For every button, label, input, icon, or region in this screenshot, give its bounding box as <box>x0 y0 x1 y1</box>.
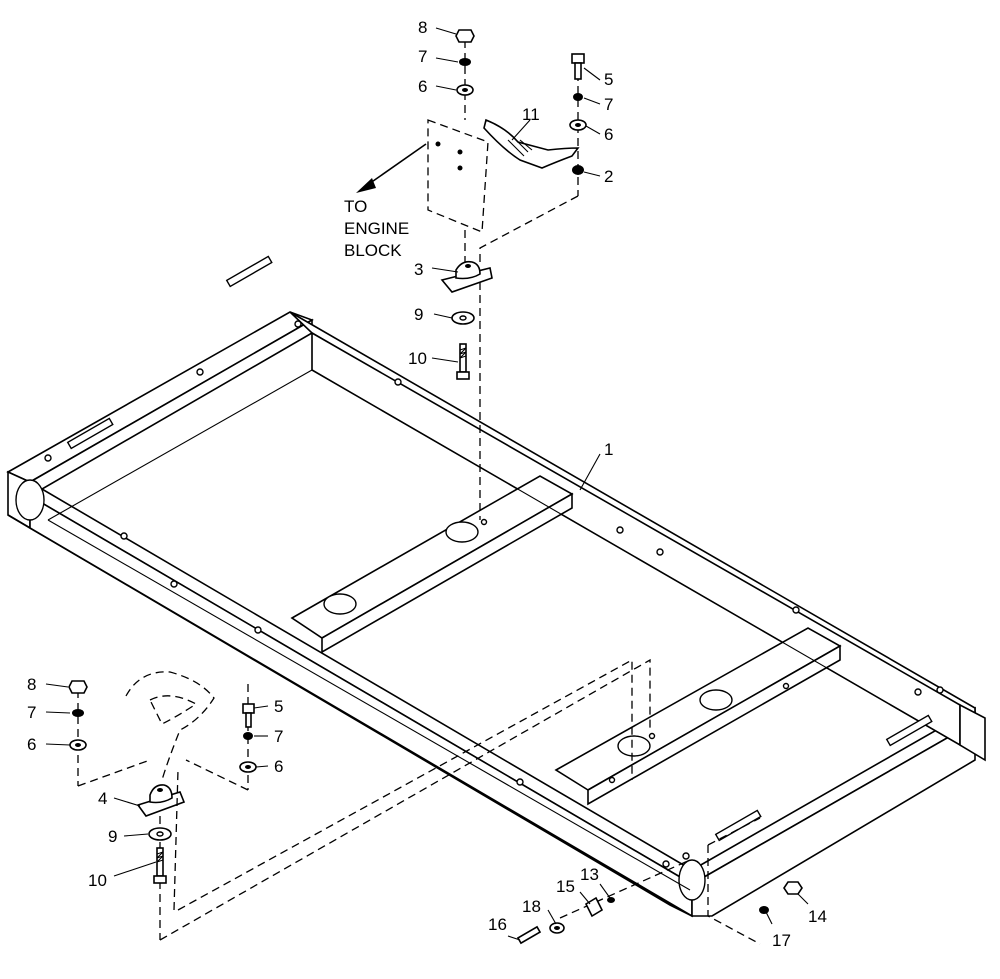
callout-16: 16 <box>488 915 507 934</box>
right-small-connector <box>185 759 249 791</box>
part-16-bolt <box>516 925 542 945</box>
callout-10-bottom: 10 <box>88 871 107 890</box>
note-line-2: ENGINE <box>344 219 409 238</box>
callout-1: 1 <box>604 440 613 459</box>
back-rail-end <box>959 703 986 762</box>
bottom-right-hardware <box>516 881 803 945</box>
nut-8-bottom <box>68 680 88 694</box>
callout-6-bottom-right: 6 <box>274 757 283 776</box>
note-line-1: TO <box>344 197 367 216</box>
long-rail-web <box>29 494 693 918</box>
bolt-5-head <box>571 53 585 64</box>
lockwasher-7-bottom-right <box>243 732 253 740</box>
long-rail-top-face <box>29 480 693 886</box>
right-end-rail-web <box>691 720 976 917</box>
callout-labels: 8 7 6 5 7 6 2 11 3 9 10 1 8 7 6 5 7 6 4 … <box>27 18 827 950</box>
mount-3-dome <box>455 260 481 280</box>
callout-6-bottom: 6 <box>27 735 36 754</box>
crossmember2-hole-b <box>617 735 651 757</box>
leader-lines <box>45 27 809 941</box>
engine-block-arrowhead <box>356 178 376 193</box>
crossmember1-hole-a <box>445 521 479 543</box>
top-mount-assembly <box>356 29 587 520</box>
alignment-lines <box>159 658 761 945</box>
bolt-5-bottom-shank <box>245 712 252 728</box>
callout-8-top: 8 <box>418 18 427 37</box>
callout-11: 11 <box>522 105 540 124</box>
callout-2: 2 <box>604 167 613 186</box>
callout-3: 3 <box>414 260 423 279</box>
left-stack-connector <box>77 759 151 787</box>
callout-7-bottom-right: 7 <box>274 727 283 746</box>
right-stack-connector <box>479 195 579 262</box>
crossmember1-hole-b <box>323 593 357 615</box>
engine-block-note: TO ENGINE BLOCK <box>344 197 409 260</box>
callout-6-right: 6 <box>604 125 613 144</box>
frame-end-hole-left <box>15 479 45 521</box>
callout-17: 17 <box>772 931 791 950</box>
engine-foot-outline <box>125 671 215 781</box>
part-17-washer <box>759 906 769 914</box>
callout-7-bottom: 7 <box>27 703 36 722</box>
slot-left <box>66 417 114 450</box>
bolt-10-bottom-head <box>153 875 167 884</box>
bracket-11 <box>483 118 580 169</box>
part-14-nut <box>783 881 803 895</box>
cross-member-face-2 <box>587 644 841 806</box>
left-rail-flange <box>29 318 313 498</box>
floor-edge-front <box>47 519 691 891</box>
note-line-3: BLOCK <box>344 241 402 260</box>
rail-holes <box>44 320 944 868</box>
cross-member-face-1 <box>321 492 573 654</box>
bolt-10-top-head <box>456 371 470 380</box>
crossmember2-hole-a <box>699 689 733 711</box>
bracket-11-hatching <box>507 137 533 157</box>
slot-bottom <box>714 809 762 842</box>
frame-end-hole-right <box>678 859 706 901</box>
bolt-5-shank <box>574 62 582 80</box>
callout-15: 15 <box>556 877 575 896</box>
callout-9-bottom: 9 <box>108 827 117 846</box>
callout-10-top: 10 <box>408 349 427 368</box>
mount-4-dome <box>149 784 173 804</box>
callout-6-top: 6 <box>418 77 427 96</box>
part-13 <box>607 897 615 903</box>
bottom-mount-assembly <box>68 671 257 940</box>
lockwasher-7-right <box>573 93 583 101</box>
slot-top-left <box>225 255 273 288</box>
callout-7-top: 7 <box>418 47 427 66</box>
bolt-5-bottom-head <box>242 703 255 714</box>
engine-bracket-outline <box>427 119 489 233</box>
callout-4: 4 <box>98 789 107 808</box>
engine-foot-inner <box>149 695 198 725</box>
callout-18: 18 <box>522 897 541 916</box>
callout-5-bottom: 5 <box>274 697 283 716</box>
callout-7-right: 7 <box>604 95 613 114</box>
callout-8-bottom: 8 <box>27 675 36 694</box>
nut-2 <box>572 165 584 175</box>
back-long-rail-web <box>311 331 961 747</box>
nut-8-top <box>455 29 475 43</box>
floor-edge-back <box>311 369 961 746</box>
callout-13: 13 <box>580 865 599 884</box>
lockwasher-7-top <box>459 58 471 66</box>
cross-member-top-2 <box>554 627 842 791</box>
callout-14: 14 <box>808 907 827 926</box>
callout-9-top: 9 <box>414 305 423 324</box>
engine-block-arrow-line <box>365 143 427 187</box>
slot-right <box>885 714 933 747</box>
right-end-rail-top <box>691 706 976 886</box>
part-15-clamp <box>584 896 604 918</box>
lockwasher-7-bottom <box>72 709 84 717</box>
far-rail-inner-edge <box>47 369 313 521</box>
base-frame <box>6 255 986 918</box>
callout-5-top: 5 <box>604 70 613 89</box>
